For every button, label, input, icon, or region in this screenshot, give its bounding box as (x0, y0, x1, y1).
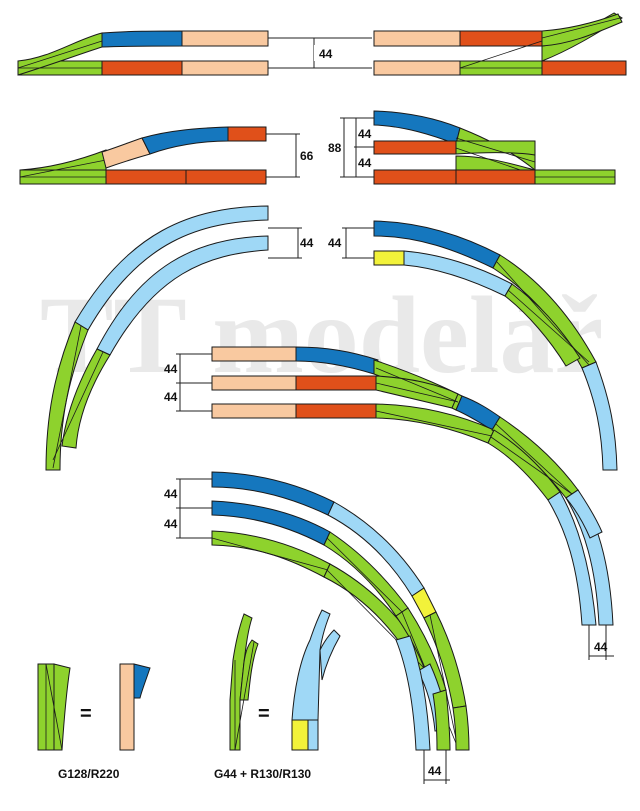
curved-light-blue-piece (581, 361, 618, 471)
turnout-branch-piece (19, 149, 107, 171)
straight-red-piece (459, 30, 543, 47)
straight-red-piece (185, 169, 267, 185)
dimension-label: 44 (319, 47, 333, 61)
row4-triple-track (211, 346, 614, 626)
dimension-label: 44 (164, 390, 178, 404)
curved-blue-piece (101, 30, 183, 48)
curved-light-blue-piece (395, 635, 431, 751)
dimension-row4 (176, 353, 212, 412)
dimension-row5-bottom (423, 750, 450, 784)
short-straight-piece (211, 346, 297, 362)
dimension-label: 88 (328, 141, 342, 155)
dimension-88 (340, 117, 374, 178)
short-straight-piece (373, 30, 461, 47)
straight-red-piece (373, 140, 457, 155)
dimension-label: 44 (328, 236, 342, 250)
short-straight-piece (211, 375, 297, 391)
turnout-branch-piece (432, 689, 451, 751)
straight-red-piece (373, 169, 457, 185)
dimension-row5 (176, 478, 212, 539)
short-straight-piece (181, 60, 269, 76)
row1-right-parallel-turnout (373, 12, 627, 76)
dimension-row3-left (268, 227, 302, 259)
yellow-piece (373, 250, 405, 266)
row1-left-parallel-turnout (17, 30, 269, 76)
yellow-piece (291, 719, 309, 751)
curved-blue-piece (133, 663, 151, 699)
straight-red-piece (541, 60, 627, 76)
turnout-branch-piece (491, 416, 579, 499)
curved-blue-piece (141, 126, 229, 155)
dimension-label: 44 (300, 236, 314, 250)
dimension-label: 44 (164, 487, 178, 501)
turnout-branch-piece (452, 705, 470, 751)
legend-g44-r130 (229, 609, 341, 751)
straight-red-piece (101, 60, 183, 76)
dimension-label: 66 (300, 149, 314, 163)
short-straight-piece (373, 60, 461, 76)
straight-red-piece (295, 403, 377, 419)
row2-left-turnout-66 (19, 126, 267, 185)
curved-light-blue-piece (307, 719, 319, 751)
dimension-row4-bottom (588, 625, 614, 660)
legend-caption: G44 + R130/R130 (214, 767, 311, 781)
turnout-branch-piece (541, 13, 623, 47)
row2-right-turnout-88 (373, 110, 616, 185)
legend-g128-r220 (37, 663, 151, 751)
row3-left-curved-pair (45, 205, 269, 471)
row3-right-curved-pair (373, 220, 618, 471)
straight-red-piece (105, 169, 187, 185)
turnout-branch-piece (61, 348, 111, 449)
dimension-label: 44 (358, 127, 372, 141)
dimension-row3-right (342, 227, 374, 259)
curved-light-blue-piece (319, 629, 341, 681)
short-straight-piece (211, 403, 297, 419)
short-straight-piece (101, 137, 151, 169)
short-straight-piece (181, 30, 269, 47)
straight-red-piece (295, 375, 377, 391)
dimension-label-bg (314, 45, 338, 61)
dimension-label: 44 (428, 764, 442, 778)
curved-blue-piece (373, 110, 461, 145)
dimension-label: 44 (164, 517, 178, 531)
curved-light-blue-piece (291, 609, 331, 721)
legend-caption: G128/R220 (58, 767, 120, 781)
straight-red-piece (227, 126, 267, 142)
turnout-branch-piece (53, 663, 71, 751)
curved-light-blue-piece (547, 491, 597, 626)
short-straight-piece (119, 663, 135, 751)
equals-sign: = (80, 703, 92, 725)
straight-red-piece (455, 169, 537, 185)
equals-sign: = (258, 703, 270, 725)
turnout-branch-piece (455, 140, 536, 156)
curved-light-blue-piece (565, 489, 603, 539)
dimension-label: 44 (164, 362, 178, 376)
dimension-label: 44 (358, 156, 372, 170)
dimension-label: 44 (594, 640, 608, 654)
row5-triple-curved-track (211, 471, 470, 751)
dimension-66 (266, 133, 300, 178)
